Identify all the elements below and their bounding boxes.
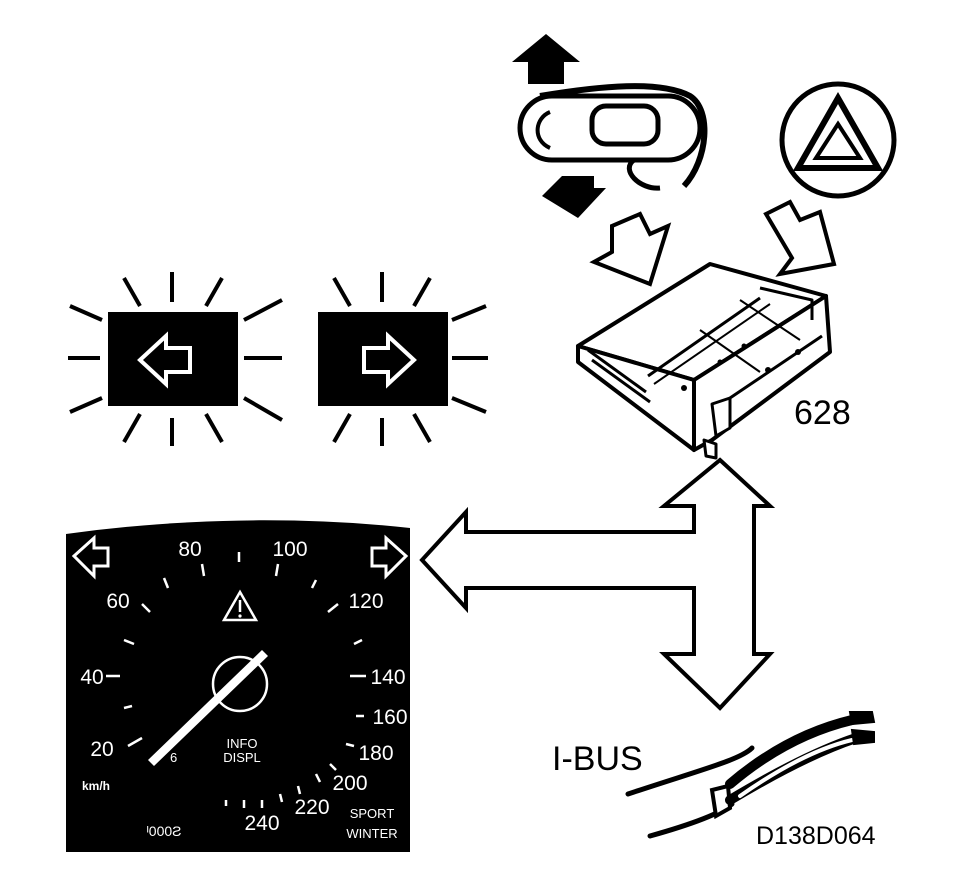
left-lamp-rays [68, 272, 224, 446]
instrument-cluster: 20 40 60 80 100 120 140 160 180 200 220 … [66, 520, 410, 852]
warning-triangle-icon [221, 589, 259, 622]
speed-tick-label: 220 [294, 796, 329, 819]
speed-tick-label: 140 [370, 666, 405, 689]
speed-tick-label: 200 [332, 772, 367, 795]
right-lamp-rays [332, 272, 488, 446]
arrow-left-outline-icon [137, 331, 192, 389]
lever-input-arrow [589, 211, 672, 287]
odometer-readout: ᴵ000Ƨ [146, 823, 181, 839]
hazard-button [779, 81, 897, 199]
speed-unit-label: km/h [82, 779, 110, 793]
speed-tick-label: 100 [272, 538, 307, 561]
speed-tick-label: 160 [372, 706, 407, 729]
speed-tick-label: 80 [178, 538, 201, 561]
needle-digit: 6 [170, 750, 177, 765]
lever-up-arrow [512, 34, 580, 84]
figure-id-label: D138D064 [756, 822, 876, 850]
right-turn-lamp [318, 312, 448, 406]
hazard-triangle-icon [792, 91, 884, 171]
speed-tick-label: 120 [348, 590, 383, 613]
speed-tick-label: 20 [90, 738, 113, 761]
info-display-line2: DISPL [223, 750, 261, 765]
cluster-right-arrow-icon [370, 534, 409, 580]
mode-winter-label: WINTER [346, 826, 397, 841]
arrow-right-outline-icon [362, 331, 417, 389]
speed-labels: 20 40 60 80 100 120 140 160 180 200 220 … [80, 538, 407, 835]
hazard-input-arrow [763, 199, 837, 277]
cluster-left-arrow-icon [71, 534, 110, 580]
turn-signal-lever [512, 34, 708, 218]
mode-sport-label: SPORT [350, 806, 395, 821]
speed-tick-label: 240 [244, 812, 279, 835]
i-bus-label: I-BUS [552, 740, 643, 778]
speed-tick-label: 60 [106, 590, 129, 613]
info-display-line1: INFO [226, 736, 257, 751]
needle-hub [211, 655, 269, 713]
left-turn-lamp [108, 312, 238, 406]
i-bus-cable [625, 711, 876, 839]
speed-tick-label: 180 [358, 742, 393, 765]
speed-tick-label: 40 [80, 666, 103, 689]
middle-lamp-rays [242, 298, 284, 422]
turn-signal-indicators [68, 272, 488, 446]
module-number-label: 628 [794, 394, 851, 432]
lever-down-arrow [542, 176, 606, 218]
bus-double-arrow [419, 457, 776, 711]
control-module [576, 262, 832, 460]
speed-tick-marks [106, 552, 366, 808]
speed-needle [148, 650, 268, 766]
